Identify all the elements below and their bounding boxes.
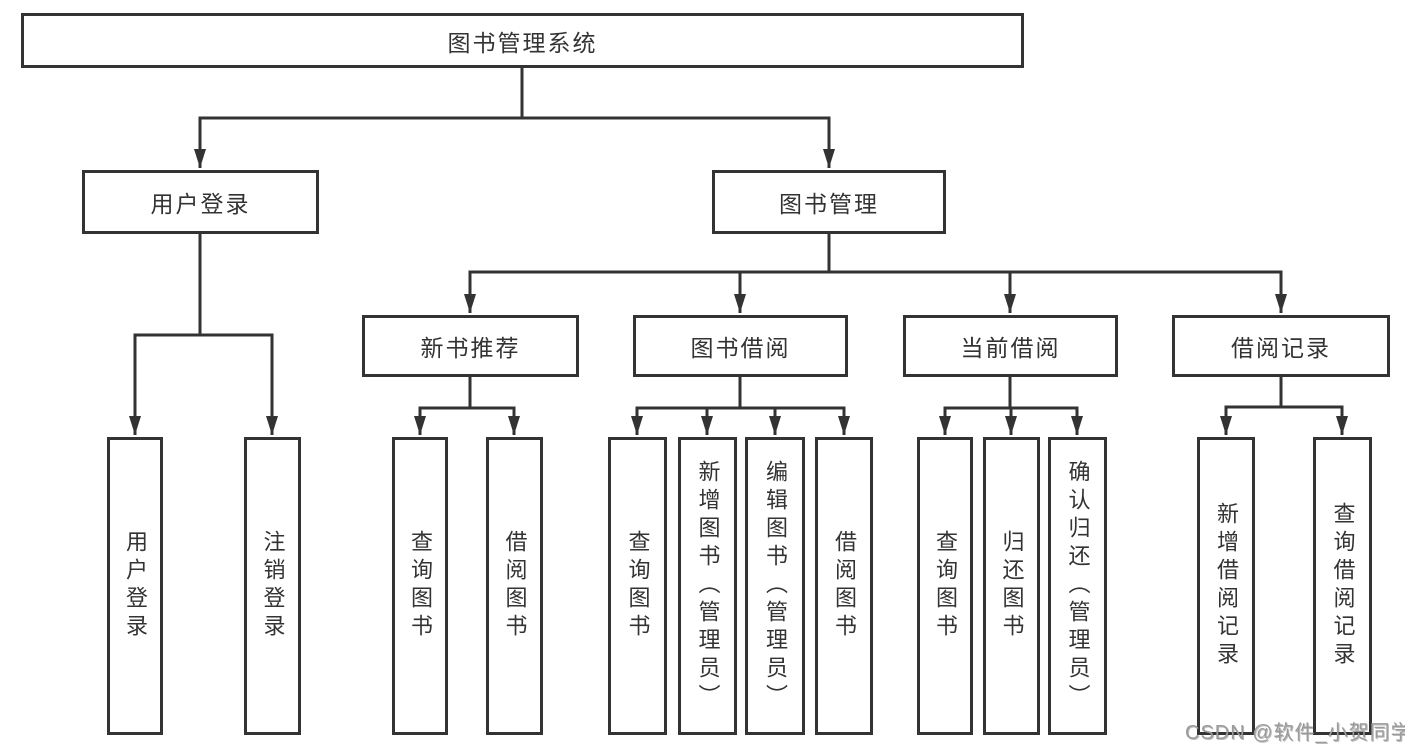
leaf-confirm-return-admin: 确认归还（管理员） <box>1048 437 1107 735</box>
leaf-user-login: 用户登录 <box>107 437 163 735</box>
node-book-borrow: 图书借阅 <box>633 315 848 377</box>
node-new-book-recommend: 新书推荐 <box>362 315 579 377</box>
leaf-add-book-admin: 新增图书（管理员） <box>678 437 737 735</box>
csdn-watermark: CSDN @软件_小贺同学 <box>1185 722 1405 744</box>
leaf-query-books-current: 查询图书 <box>917 437 973 735</box>
leaf-return-book: 归还图书 <box>983 437 1040 735</box>
leaf-add-borrow-record: 新增借阅记录 <box>1197 437 1255 735</box>
node-current-borrow: 当前借阅 <box>903 315 1118 377</box>
node-user-login: 用户登录 <box>82 170 319 234</box>
leaf-query-books-recommend: 查询图书 <box>392 437 448 735</box>
leaf-logout-login: 注销登录 <box>244 437 301 735</box>
node-borrow-records: 借阅记录 <box>1172 315 1390 377</box>
leaf-edit-book-admin: 编辑图书（管理员） <box>745 437 805 735</box>
leaf-borrow-books: 借阅图书 <box>815 437 873 735</box>
node-book-management: 图书管理 <box>712 170 946 234</box>
root-node: 图书管理系统 <box>21 13 1024 68</box>
leaf-query-books-borrow: 查询图书 <box>608 437 667 735</box>
connector-group <box>129 68 1348 435</box>
leaf-borrow-books-recommend: 借阅图书 <box>486 437 543 735</box>
leaf-query-borrow-record: 查询借阅记录 <box>1313 437 1372 735</box>
